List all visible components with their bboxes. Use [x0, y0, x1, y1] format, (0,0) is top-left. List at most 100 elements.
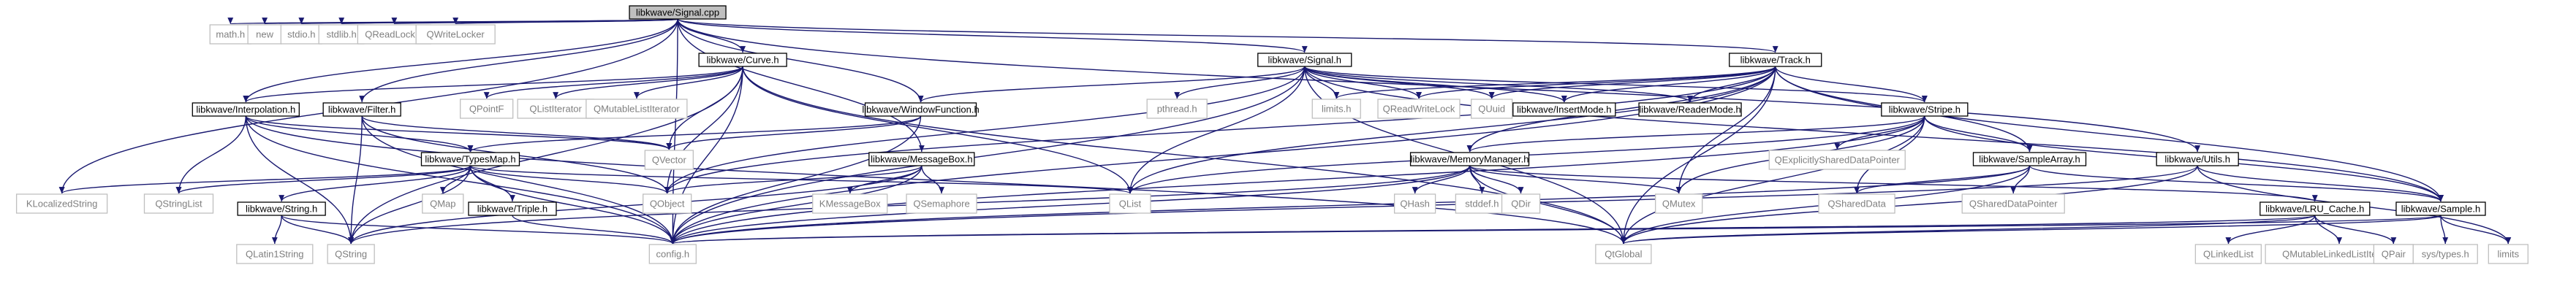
edge-signal_h-to-pthread_h	[1174, 66, 1306, 99]
edge-typesmap_h-to-config_h	[469, 165, 676, 245]
node-stripe-h[interactable]: libkwave/Stripe.h	[1881, 102, 1969, 117]
node-sample-h[interactable]: libkwave/Sample.h	[2395, 201, 2486, 216]
node-label: libkwave/Stripe.h	[1889, 104, 1961, 115]
node-typesmap-h[interactable]: libkwave/TypesMap.h	[420, 152, 520, 166]
edge-signal_cpp-to-signal_h	[677, 18, 1308, 53]
node-memorymanager-h[interactable]: libkwave/MemoryManager.h	[1409, 152, 1530, 166]
edge-filter_h-to-qstring	[348, 115, 363, 245]
node-messagebox-h[interactable]: libkwave/MessageBox.h	[868, 152, 975, 166]
node-qstring: QString	[327, 244, 375, 264]
node-qreadwritelock: QReadWriteLock	[1377, 99, 1461, 119]
node-readermode-h[interactable]: libkwave/ReaderMode.h	[1638, 102, 1742, 117]
node-label: stdio.h	[287, 29, 315, 40]
node-label: KLocalizedString	[26, 199, 98, 209]
node-windowfunction-h[interactable]: libkwave/WindowFunction.h	[862, 102, 980, 117]
node-qdir: QDir	[1501, 193, 1541, 214]
node-label: libkwave/ReaderMode.h	[1639, 104, 1740, 115]
node-qlatin1string: QLatin1String	[236, 244, 314, 264]
node-box	[1881, 102, 1969, 117]
node-label: libkwave/Sample.h	[2401, 204, 2480, 215]
node-interpolation-h[interactable]: libkwave/Interpolation.h	[192, 102, 300, 117]
node-box	[468, 201, 557, 216]
edge-sample_h-to-sys_types_h	[2440, 215, 2449, 245]
edge-signal_cpp-to-track_h	[677, 18, 1778, 53]
edge-interpolation_h-to-config_h	[245, 115, 676, 245]
node-track-h[interactable]: libkwave/Track.h	[1729, 53, 1822, 67]
node-string-h[interactable]: libkwave/String.h	[237, 201, 326, 216]
node-curve-h[interactable]: libkwave/Curve.h	[698, 53, 787, 67]
node-qwritelocker: QWriteLocker	[415, 24, 496, 45]
node-label: QStringList	[155, 199, 202, 209]
node-label: KMessageBox	[819, 199, 881, 209]
node-qstringlist: QStringList	[143, 193, 214, 214]
node-config-h: config.h	[648, 244, 697, 264]
edge-memorymanager_h-to-qhash	[1412, 165, 1471, 194]
node-signal-h[interactable]: libkwave/Signal.h	[1257, 53, 1352, 67]
node-box	[1512, 102, 1616, 117]
edge-samplearray_h-to-qshareddatapointer	[2010, 165, 2031, 194]
edge-windowfunction_h-to-qvector	[666, 115, 922, 150]
node-label: QUuid	[1478, 104, 1505, 115]
edge-signal_cpp-to-qwritelocker	[453, 17, 678, 25]
node-lru-cache-h[interactable]: libkwave/LRU_Cache.h	[2259, 201, 2371, 216]
node-box	[1501, 193, 1541, 214]
node-label: libkwave/SampleArray.h	[1979, 154, 2080, 165]
node-insertmode-h[interactable]: libkwave/InsertMode.h	[1512, 102, 1616, 117]
edge-curve_h-to-qpointf	[483, 66, 743, 99]
edge-string_h-to-qstring	[281, 215, 355, 245]
node-box	[1393, 193, 1436, 214]
node-kmessagebox: KMessageBox	[812, 193, 888, 214]
edge-interpolation_h-to-typesmap_h	[245, 115, 474, 153]
node-filter-h[interactable]: libkwave/Filter.h	[322, 102, 401, 117]
node-box	[1961, 193, 2065, 214]
edge-signal_cpp-to-utils_h	[677, 18, 2200, 153]
node-label: QMutex	[1662, 199, 1696, 209]
node-qpointf: QPointF	[460, 99, 514, 119]
node-label: QLatin1String	[246, 249, 304, 260]
node-label: QObject	[650, 199, 685, 209]
node-box	[327, 244, 375, 264]
node-box	[1638, 102, 1742, 117]
edge-memorymanager_h-to-lru_cache_h	[1469, 165, 2318, 202]
node-box	[1818, 193, 1895, 214]
node-samplearray-h[interactable]: libkwave/SampleArray.h	[1972, 152, 2087, 166]
node-box	[1109, 193, 1151, 214]
node-box	[422, 193, 464, 214]
node-qobject: QObject	[643, 193, 692, 214]
edge-signal_cpp-to-filter_h	[359, 18, 678, 103]
node-new: new	[247, 24, 282, 45]
node-qlinkedlist: QLinkedList	[2194, 244, 2262, 264]
node-box	[2395, 201, 2486, 216]
edge-string_h-to-config_h	[281, 215, 675, 245]
node-box	[644, 150, 694, 170]
node-label: libkwave/Curve.h	[707, 55, 779, 66]
edge-memorymanager_h-to-qmutex	[1469, 165, 1682, 194]
node-label: QReadWriteLock	[1383, 104, 1455, 115]
node-label: libkwave/LRU_Cache.h	[2265, 204, 2364, 215]
node-utils-h[interactable]: libkwave/Utils.h	[2156, 152, 2239, 166]
edge-stripe_h-to-qtglobal	[1621, 115, 1925, 245]
edge-interpolation_h-to-qstringlist	[175, 115, 247, 194]
node-box	[1768, 150, 1906, 170]
edge-track_h-to-qreadwritelock	[1416, 66, 1776, 99]
edge-triple_h-to-config_h	[512, 215, 676, 245]
node-label: QPointF	[469, 104, 504, 115]
edge-track_h-to-config_h	[670, 66, 1776, 245]
node-label: libkwave/Interpolation.h	[196, 104, 295, 115]
node-qvector: QVector	[644, 150, 694, 170]
node-label: QSharedDataPointer	[1969, 199, 2058, 209]
edge-messagebox_h-to-qsemaphore	[921, 165, 944, 194]
node-label: QLinkedList	[2203, 249, 2254, 260]
node-label: libkwave/Signal.cpp	[636, 7, 719, 18]
node-box	[629, 5, 727, 20]
node-qmutex: QMutex	[1655, 193, 1703, 214]
edge-lru_cache_h-to-qlinkedlist	[2225, 215, 2316, 245]
edge-signal_h-to-qreadwritelock	[1304, 66, 1422, 99]
node-signal-cpp[interactable]: libkwave/Signal.cpp	[629, 5, 727, 20]
node-label: QDir	[1511, 199, 1531, 209]
node-triple-h[interactable]: libkwave/Triple.h	[468, 201, 557, 216]
edge-sample_h-to-limits	[2440, 215, 2512, 245]
edge-signal_h-to-stripe_h	[1304, 66, 1928, 103]
node-box	[237, 201, 326, 216]
